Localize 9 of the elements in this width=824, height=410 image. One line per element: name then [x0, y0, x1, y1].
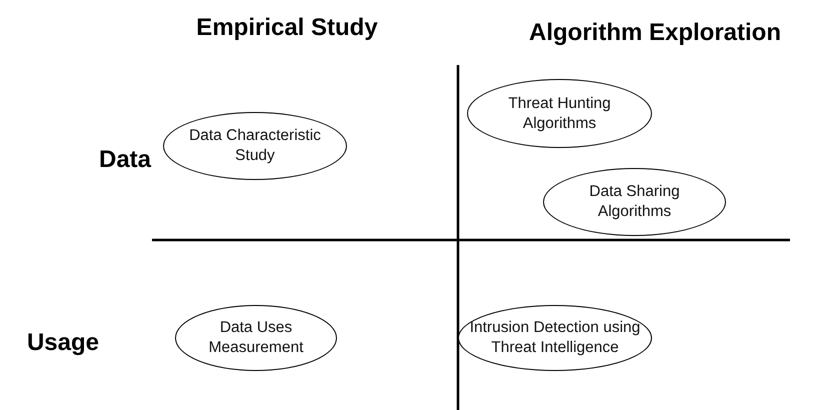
ellipse-node: Data Characteristic Study [163, 112, 347, 180]
row-heading: Data [98, 146, 152, 174]
ellipse-node: Threat Hunting Algorithms [467, 79, 652, 148]
ellipse-node: Data Sharing Algorithms [543, 168, 726, 236]
ellipse-node: Data Uses Measurement [175, 305, 337, 371]
ellipse-node: Intrusion Detection using Threat Intelligence [458, 305, 652, 371]
column-heading: Empirical Study [196, 14, 378, 42]
column-heading: Algorithm Exploration [529, 19, 781, 47]
row-heading: Usage [26, 329, 100, 357]
